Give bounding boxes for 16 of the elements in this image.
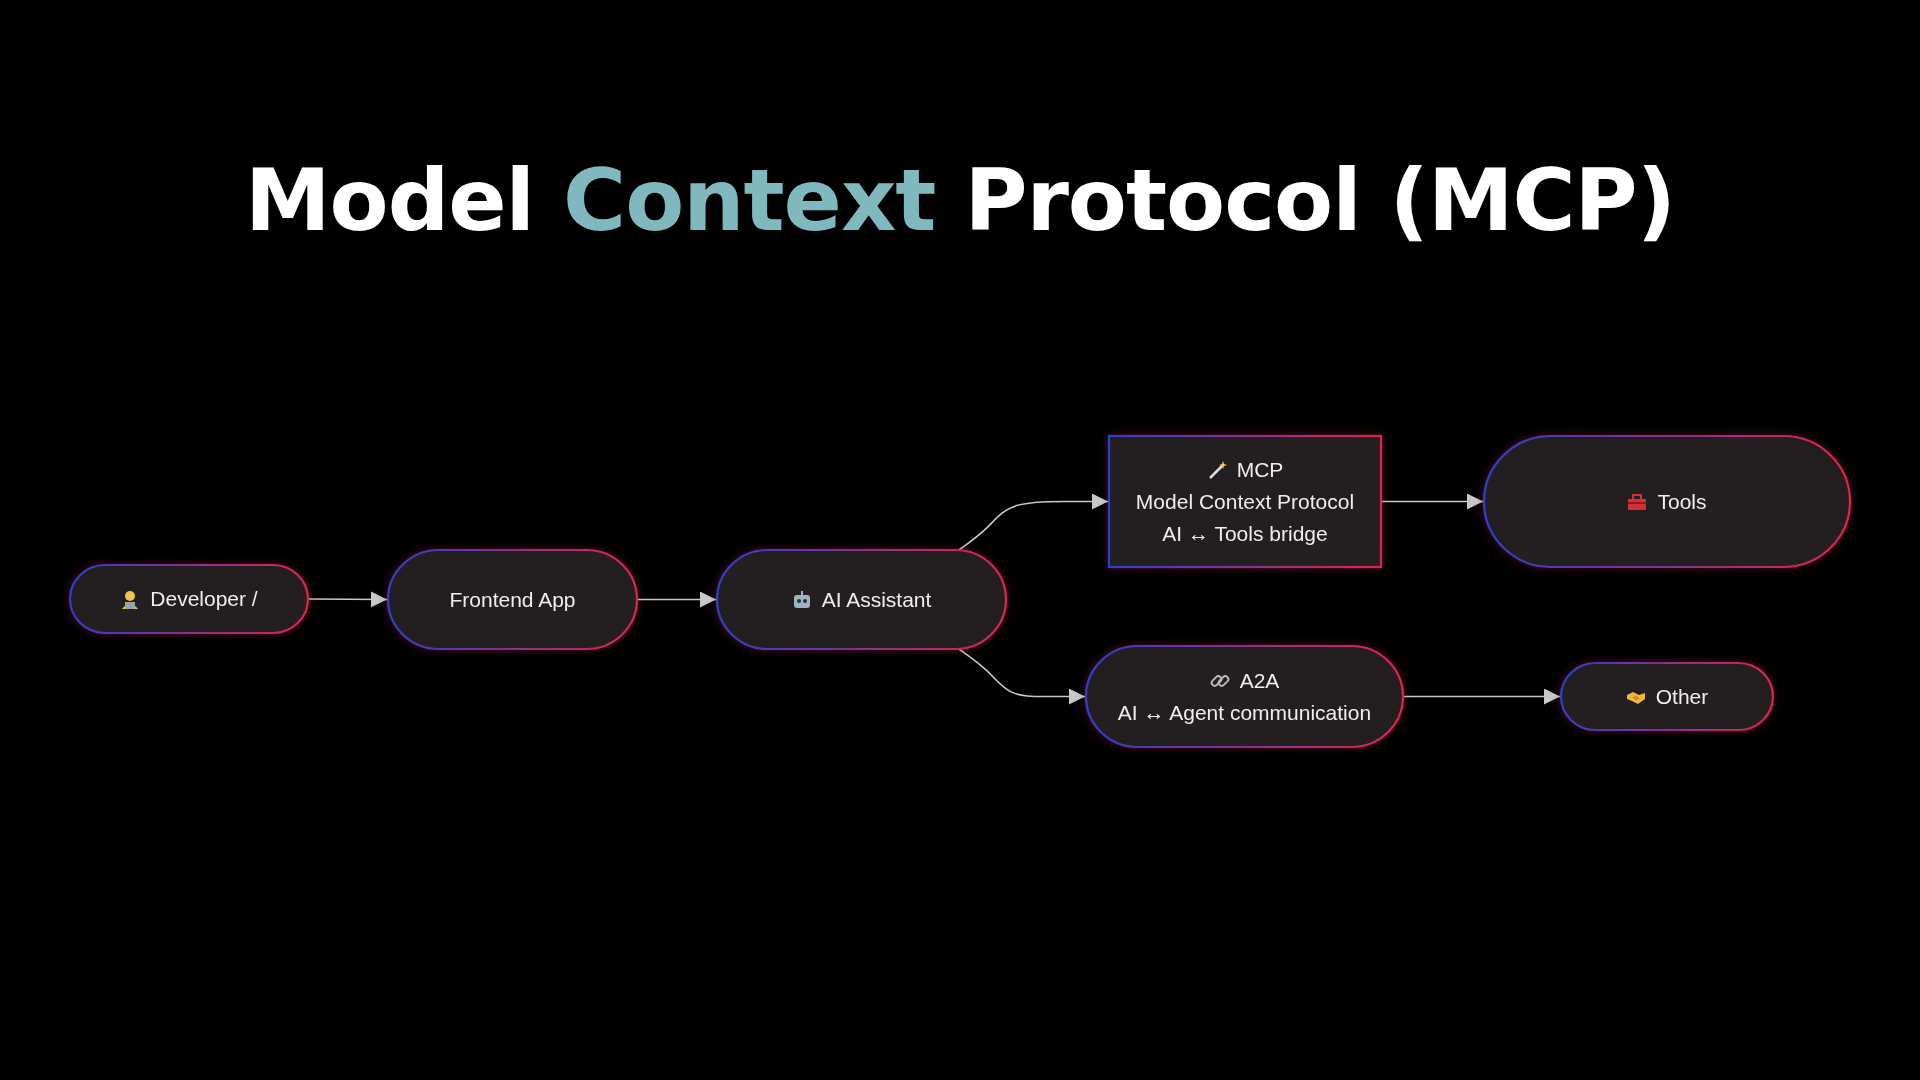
arrow xyxy=(1403,688,1561,705)
node-title: Tools xyxy=(1657,488,1707,515)
node-title: Frontend App xyxy=(449,586,576,613)
node-title: MCP xyxy=(1236,456,1284,483)
node-title: A2A xyxy=(1239,667,1280,694)
title: Model Context Protocol (MCP) xyxy=(245,150,1675,250)
node-description: AI ↔ Tools bridge xyxy=(1162,520,1328,547)
node-title: AI Assistant xyxy=(821,586,932,613)
node-description: Model Context Protocol xyxy=(1135,488,1355,515)
arrow xyxy=(637,591,717,608)
arrow xyxy=(958,493,1109,551)
node-description: AI ↔ Agent communication xyxy=(1117,699,1372,726)
arrow xyxy=(308,591,388,608)
arrow xyxy=(1381,493,1484,510)
node-title: Developer / xyxy=(150,586,258,612)
node-title: Other xyxy=(1655,683,1709,710)
